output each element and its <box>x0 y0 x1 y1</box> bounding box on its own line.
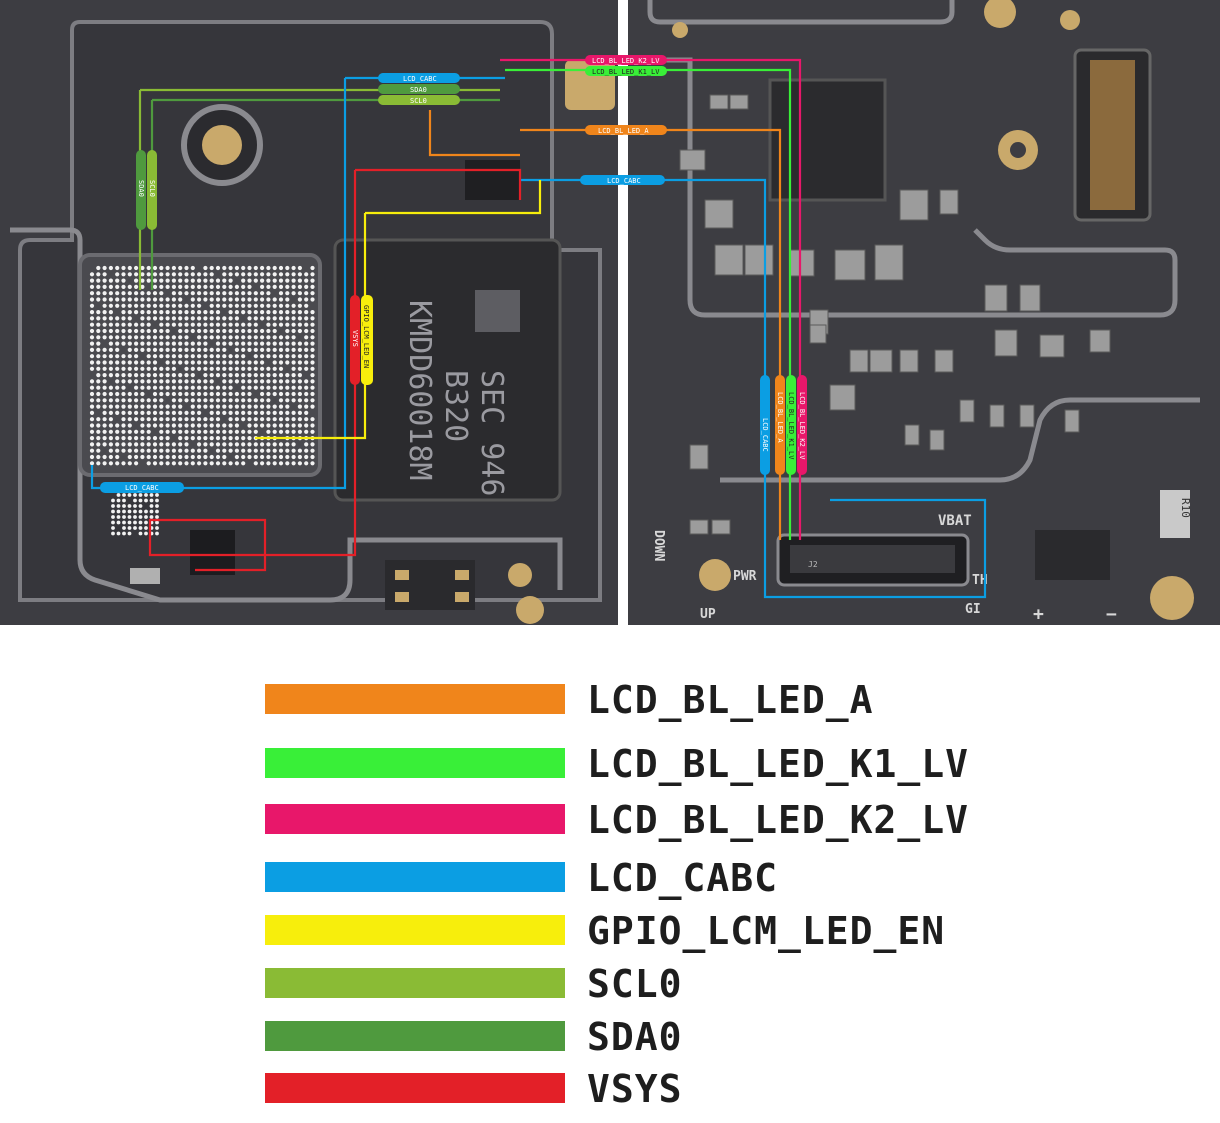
small-ball-array <box>111 493 159 536</box>
tag-k1-top-text: LCD_BL_LED_K1_LV <box>592 68 660 76</box>
tag-sda0-top <box>378 84 460 94</box>
tag-sda0-top-text: SDA0 <box>410 86 427 94</box>
legend-label: LCD_CABC <box>587 856 779 900</box>
tag-scl0-vert-text: SCL0 <box>148 180 156 197</box>
tag-lcd-cabc-mid-text: LCD_CABC <box>607 177 641 185</box>
legend-swatch <box>265 862 565 892</box>
legend-swatch <box>265 1021 565 1051</box>
tag-led-a-vert-right <box>775 375 785 475</box>
tag-scl0-vert <box>147 150 157 230</box>
tag-k1-vert-right <box>786 375 796 475</box>
legend-swatch <box>265 748 565 778</box>
tag-k2-vert-right <box>797 375 807 475</box>
legend-swatch <box>265 684 565 714</box>
silk-vbat: VBAT <box>938 513 972 529</box>
tag-cabc-vert-right-text: LCD_CABC <box>761 418 769 452</box>
legend-swatch <box>265 804 565 834</box>
net-tags: LCD_CABC SDA0 SCL0 SDA0 SCL0 VSYS GPIO_L… <box>100 55 807 493</box>
trace-gpio <box>255 180 542 440</box>
legend-label: SDA0 <box>587 1015 683 1059</box>
tag-lcd-cabc-mid <box>580 175 665 185</box>
tag-vsys-vert-text: VSYS <box>351 330 359 347</box>
silk-down: DOWN <box>651 530 666 561</box>
tag-k2-top <box>585 55 667 65</box>
chip-marking-2: B320 <box>438 370 473 442</box>
silk-th: TH <box>972 573 988 588</box>
trace-vsys <box>148 168 522 572</box>
legend-label: VSYS <box>587 1067 683 1111</box>
tag-cabc-vert-right <box>760 375 770 475</box>
silk-plus: + <box>1033 604 1044 625</box>
silk-gi: GI <box>965 602 981 617</box>
tag-led-a-mid <box>585 125 667 135</box>
tag-lcd-cabc-bottom-text: LCD_CABC <box>125 484 159 492</box>
legend-label: SCL0 <box>587 962 683 1006</box>
pcb-board-photo: SEC 946 B320 KMDD60018M <box>0 0 1220 625</box>
legend-swatch <box>265 968 565 998</box>
tag-gpio-vert <box>361 295 373 385</box>
legend-label: GPIO_LCM_LED_EN <box>587 909 946 953</box>
tag-sda0-vert <box>136 150 146 230</box>
legend-swatch <box>265 915 565 945</box>
silk-up: UP <box>700 607 716 622</box>
silk-minus: − <box>1106 604 1117 625</box>
tag-scl0-top <box>378 95 460 105</box>
silk-conn-id: J2 <box>808 560 818 569</box>
tag-scl0-top-text: SCL0 <box>410 97 427 105</box>
chip-marking-1: SEC 946 <box>474 370 509 496</box>
tag-led-a-mid-text: LCD_BL_LED_A <box>598 127 649 135</box>
tag-k2-top-text: LCD_BL_LED_K2_LV <box>592 57 660 65</box>
bga-ball-grid <box>89 265 315 466</box>
legend-label: LCD_BL_LED_K1_LV <box>587 742 970 786</box>
tag-lcd-cabc-top-text: LCD_CABC <box>403 75 437 83</box>
tag-k2-vert-right-text: LCD_BL_LED_K2_LV <box>798 392 806 460</box>
chip-marking-3: KMDD60018M <box>402 300 437 481</box>
silk-pwr: PWR <box>733 569 757 584</box>
tag-k1-vert-right-text: LCD_BL_LED_K1_LV <box>787 392 795 460</box>
resistor-code: R10 <box>1179 498 1192 518</box>
board-right-half: R10 VBAT PWR UP DOWN TH GI + − J2 <box>628 0 1220 625</box>
tag-lcd-cabc-bottom <box>100 482 184 493</box>
tag-led-a-vert-right-text: LCD_BL_LED_A <box>776 392 784 443</box>
tag-k1-top <box>585 66 667 76</box>
legend-label: LCD_BL_LED_K2_LV <box>587 798 970 842</box>
legend-label: LCD_BL_LED_A <box>587 678 874 722</box>
trace-cabc-right <box>520 178 987 599</box>
tag-gpio-vert-text: GPIO_LCM_LED_EN <box>362 305 370 368</box>
tag-lcd-cabc-top <box>378 73 460 83</box>
tag-vsys-vert <box>350 295 360 385</box>
tag-sda0-vert-text: SDA0 <box>137 180 145 197</box>
smd-components <box>679 94 1111 535</box>
legend-swatch <box>265 1073 565 1103</box>
board-left-half: SEC 946 B320 KMDD60018M <box>0 0 618 625</box>
